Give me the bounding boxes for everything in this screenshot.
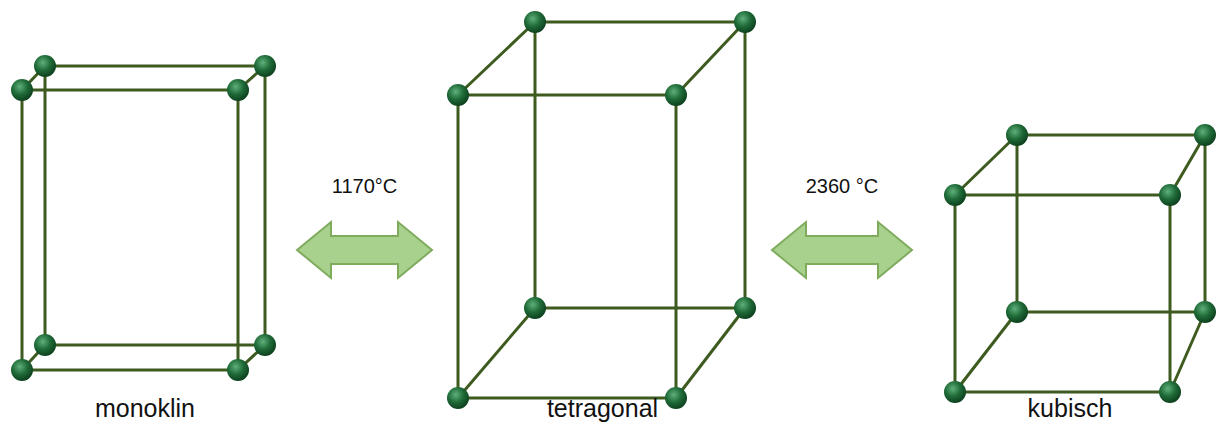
transition-temperature: 1170°C [332, 174, 397, 198]
lattice-atoms [11, 11, 1216, 409]
lattice-name: kubisch [1028, 394, 1113, 422]
transition-arrow [772, 222, 912, 278]
lattice-edges [22, 22, 1205, 398]
lattice-node: kubisch [925, 120, 1215, 428]
transition-temperature: 2360 °C [806, 174, 879, 198]
lattice-node: tetragonal [445, 5, 760, 428]
transition-arrow [297, 222, 432, 278]
lattice-name: monoklin [95, 394, 195, 422]
lattice-name: tetragonal [547, 394, 658, 422]
lattice-node: monoklin [5, 50, 285, 428]
